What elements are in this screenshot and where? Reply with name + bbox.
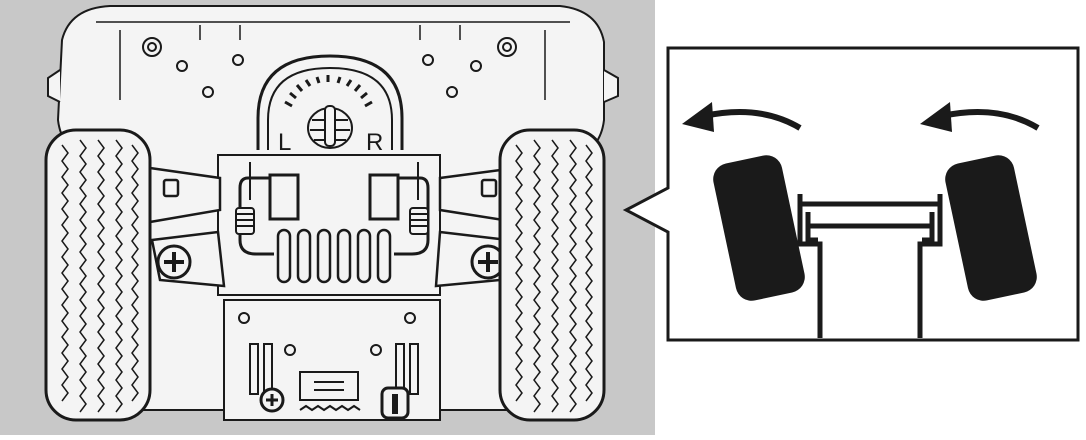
steering-trim-dial: L R [256, 54, 404, 156]
left-tire [44, 128, 152, 422]
rotate-left-arrow-icon [682, 102, 802, 132]
left-hub-screw [156, 244, 192, 280]
steering-callout [622, 46, 1080, 342]
steering-axle [797, 194, 943, 338]
power-switch [380, 386, 410, 420]
rotate-left-arrow-icon [920, 102, 1040, 132]
dial-left-label: L [278, 129, 291, 156]
right-wheel [945, 155, 1037, 301]
left-side-bump [47, 69, 61, 103]
dial-ticks [284, 75, 373, 108]
steering-linkage [238, 162, 430, 256]
car-underside-panel: L R [0, 0, 655, 435]
linkage-springs [235, 207, 429, 235]
arm-bolts [162, 178, 498, 198]
right-tire [498, 128, 606, 422]
mounting-holes [142, 37, 517, 98]
chassis-tabs [199, 25, 461, 40]
right-side-bump [603, 69, 619, 103]
lower-screw [259, 387, 285, 413]
chassis-ribs [119, 30, 546, 100]
vent-slots [276, 228, 392, 284]
battery-latch [299, 404, 361, 412]
dial-right-label: R [366, 129, 383, 156]
trim-knob [307, 105, 353, 149]
left-wheel [713, 155, 805, 301]
